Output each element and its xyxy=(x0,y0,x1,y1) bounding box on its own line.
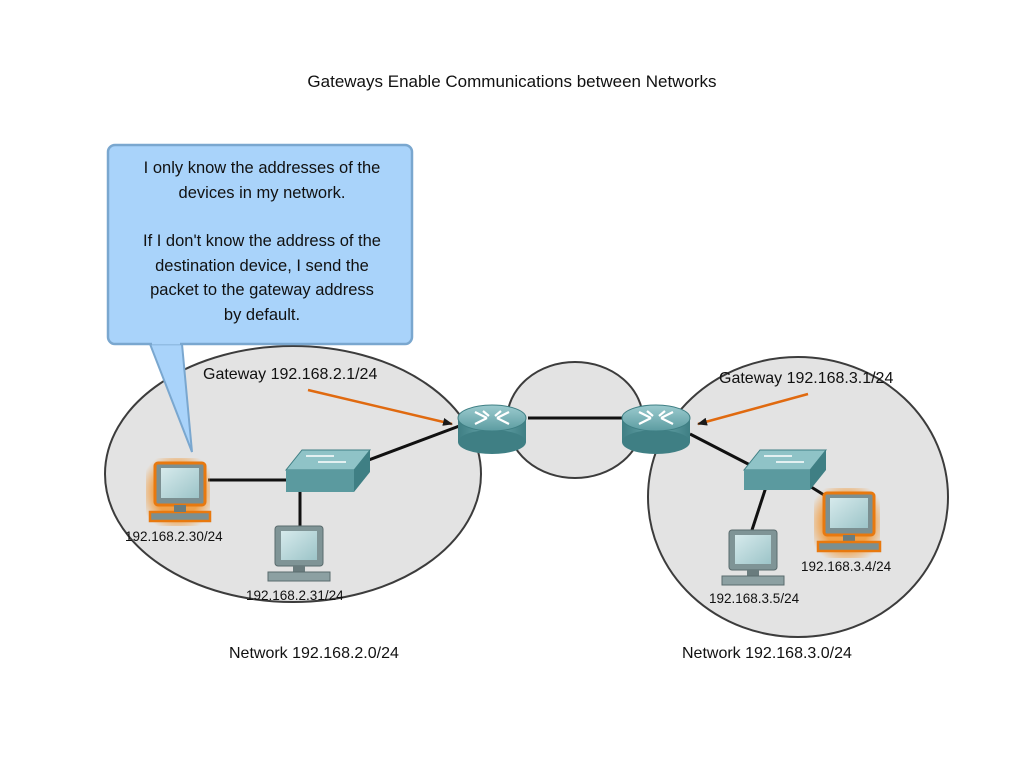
link-router-switch-right xyxy=(689,432,753,468)
host-label-192-168-3-5: 192.168.3.5/24 xyxy=(709,591,800,606)
switch-icon[interactable] xyxy=(284,449,372,492)
pc-icon[interactable] xyxy=(267,525,331,582)
callout-line: If I don't know the address of the xyxy=(143,232,381,250)
pc-icon[interactable] xyxy=(814,488,882,558)
gateway-right-arrow xyxy=(697,392,809,426)
host-label-192-168-2-31: 192.168.2.31/24 xyxy=(246,588,344,603)
host-label-192-168-2-30: 192.168.2.30/24 xyxy=(125,529,223,544)
network-right-area xyxy=(647,356,949,638)
pc-icon[interactable] xyxy=(146,458,212,526)
pc-icon[interactable] xyxy=(721,529,785,586)
callout-line: destination device, I send the xyxy=(155,256,369,275)
callout-line: I only know the addresses of the xyxy=(143,159,381,177)
callout-line: by default. xyxy=(223,305,301,324)
network-right-label: Network 192.168.3.0/24 xyxy=(682,645,852,662)
gateway-right-label: Gateway 192.168.3.1/24 xyxy=(719,370,894,387)
router-icon[interactable] xyxy=(457,404,527,454)
callout-line: packet to the gateway address xyxy=(150,281,374,299)
diagram-title: Gateways Enable Communications between N… xyxy=(307,72,717,91)
link-switch-router-left xyxy=(357,423,463,466)
callout-text: I only know the addresses of the devices… xyxy=(112,156,412,327)
link-switch-right-pc35 xyxy=(750,486,768,531)
network-left-label: Network 192.168.2.0/24 xyxy=(229,645,399,662)
host-label-192-168-3-4: 192.168.3.4/24 xyxy=(801,559,892,574)
callout-line: devices in my network. xyxy=(178,183,346,202)
router-icon[interactable] xyxy=(621,404,691,454)
gateway-left-label: Gateway 192.168.2.1/24 xyxy=(203,366,378,383)
gateway-left-arrow xyxy=(307,388,453,426)
switch-icon[interactable] xyxy=(742,449,828,490)
callout-bubble xyxy=(106,143,414,453)
